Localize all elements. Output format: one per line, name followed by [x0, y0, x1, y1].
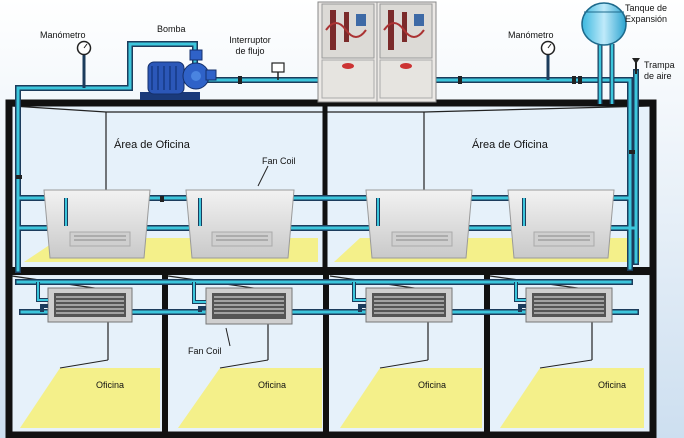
- label-trampa-line2: de aire: [644, 71, 672, 81]
- pump: [140, 49, 217, 100]
- fan-coil-lower-2: [205, 287, 293, 325]
- label-tanque-line2: Expansión: [625, 14, 668, 24]
- fan-coil-lower-1: [47, 287, 133, 323]
- expansion-tank: [581, 2, 627, 46]
- fan-coil-upper-2: [185, 189, 295, 259]
- building-frame: [5, 99, 657, 438]
- label-interruptor-line1: Interruptor: [229, 35, 271, 45]
- label-oficina-1: Oficina: [96, 380, 125, 390]
- label-manometro-left: Manómetro: [40, 30, 86, 40]
- fan-coil-upper-1: [43, 189, 151, 259]
- label-area-oficina-right: Área de Oficina: [472, 139, 548, 151]
- label-tanque-line1: Tanque de: [625, 3, 668, 13]
- label-manometro-right: Manómetro: [508, 30, 554, 40]
- label-bomba: Bomba: [157, 24, 186, 34]
- fan-coil-lower-4: [525, 287, 613, 323]
- label-fan-coil-bottom: Fan Coil: [188, 346, 222, 356]
- valves: [16, 76, 635, 202]
- label-oficina-4: Oficina: [598, 380, 627, 390]
- label-oficina-3: Oficina: [418, 380, 447, 390]
- air-trap: [632, 58, 640, 74]
- floor-oficina-1: [20, 368, 160, 428]
- label-interruptor-line2: de flujo: [235, 46, 265, 56]
- floor-oficina-2: [178, 368, 322, 428]
- label-oficina-2: Oficina: [258, 380, 287, 390]
- floor-oficina-4: [500, 368, 644, 428]
- chiller: [317, 1, 437, 103]
- fan-coil-upper-3: [365, 189, 473, 259]
- floor-oficina-3: [340, 368, 482, 428]
- manometer-left: [76, 40, 92, 88]
- fan-coil-lower-3: [365, 287, 453, 323]
- fan-coil-upper-4: [507, 189, 615, 259]
- label-area-oficina-left: Área de Oficina: [114, 139, 190, 151]
- flow-switch: [271, 62, 285, 80]
- manometer-right: [540, 40, 556, 80]
- label-fan-coil-top: Fan Coil: [262, 156, 296, 166]
- label-trampa-line1: Trampa: [644, 60, 675, 70]
